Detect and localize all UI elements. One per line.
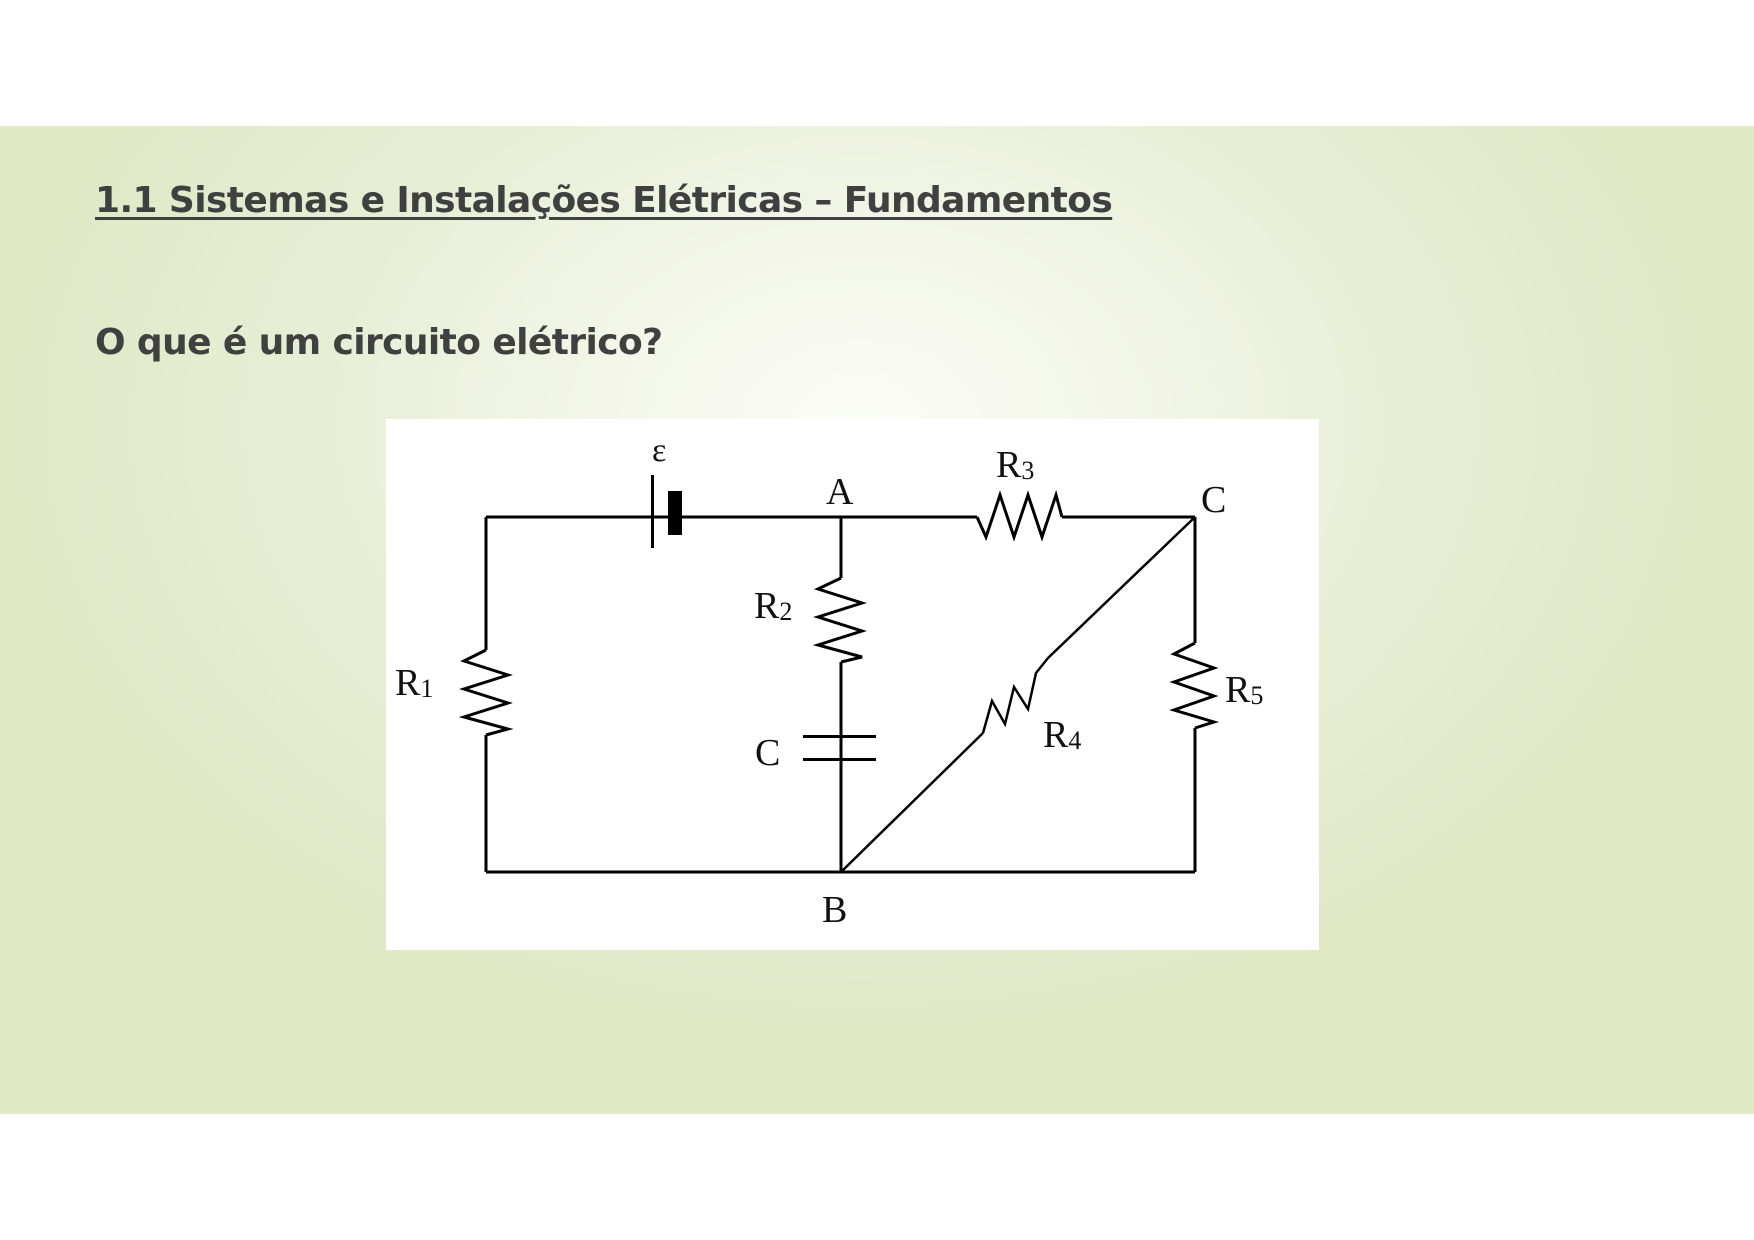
label-r5: R5 (1225, 669, 1263, 711)
wire-diag-upper (1047, 516, 1196, 659)
label-emf: ε (652, 432, 666, 469)
resistor-r3-icon (975, 489, 1064, 542)
label-r3: R3 (996, 444, 1034, 486)
resistor-r4-icon (981, 657, 1049, 734)
resistor-r2-icon (812, 576, 867, 664)
wire-diag-lower (840, 732, 984, 873)
slide: 1.1 Sistemas e Instalações Elétricas – F… (0, 126, 1754, 1114)
battery-negative-plate (668, 491, 682, 535)
label-r2: R2 (754, 585, 792, 627)
label-node-a: A (826, 471, 854, 513)
capacitor-icon (803, 735, 876, 761)
battery-icon (651, 475, 682, 548)
circuit-schematic: ε A B C C R1 R2 R3 R4 R5 (395, 432, 1263, 931)
label-capacitor: C (755, 732, 780, 774)
circuit-diagram: ε A B C C R1 R2 R3 R4 R5 (386, 419, 1319, 950)
label-node-b: B (822, 889, 847, 931)
resistor-r5-icon (1169, 641, 1220, 730)
label-node-c: C (1201, 479, 1226, 521)
slide-title: 1.1 Sistemas e Instalações Elétricas – F… (95, 180, 1113, 221)
slide-subtitle: O que é um circuito elétrico? (95, 322, 663, 363)
resistor-r1-icon (458, 648, 514, 737)
battery-positive-plate (651, 475, 654, 548)
label-r1: R1 (395, 662, 433, 704)
label-r4: R4 (1043, 714, 1081, 756)
